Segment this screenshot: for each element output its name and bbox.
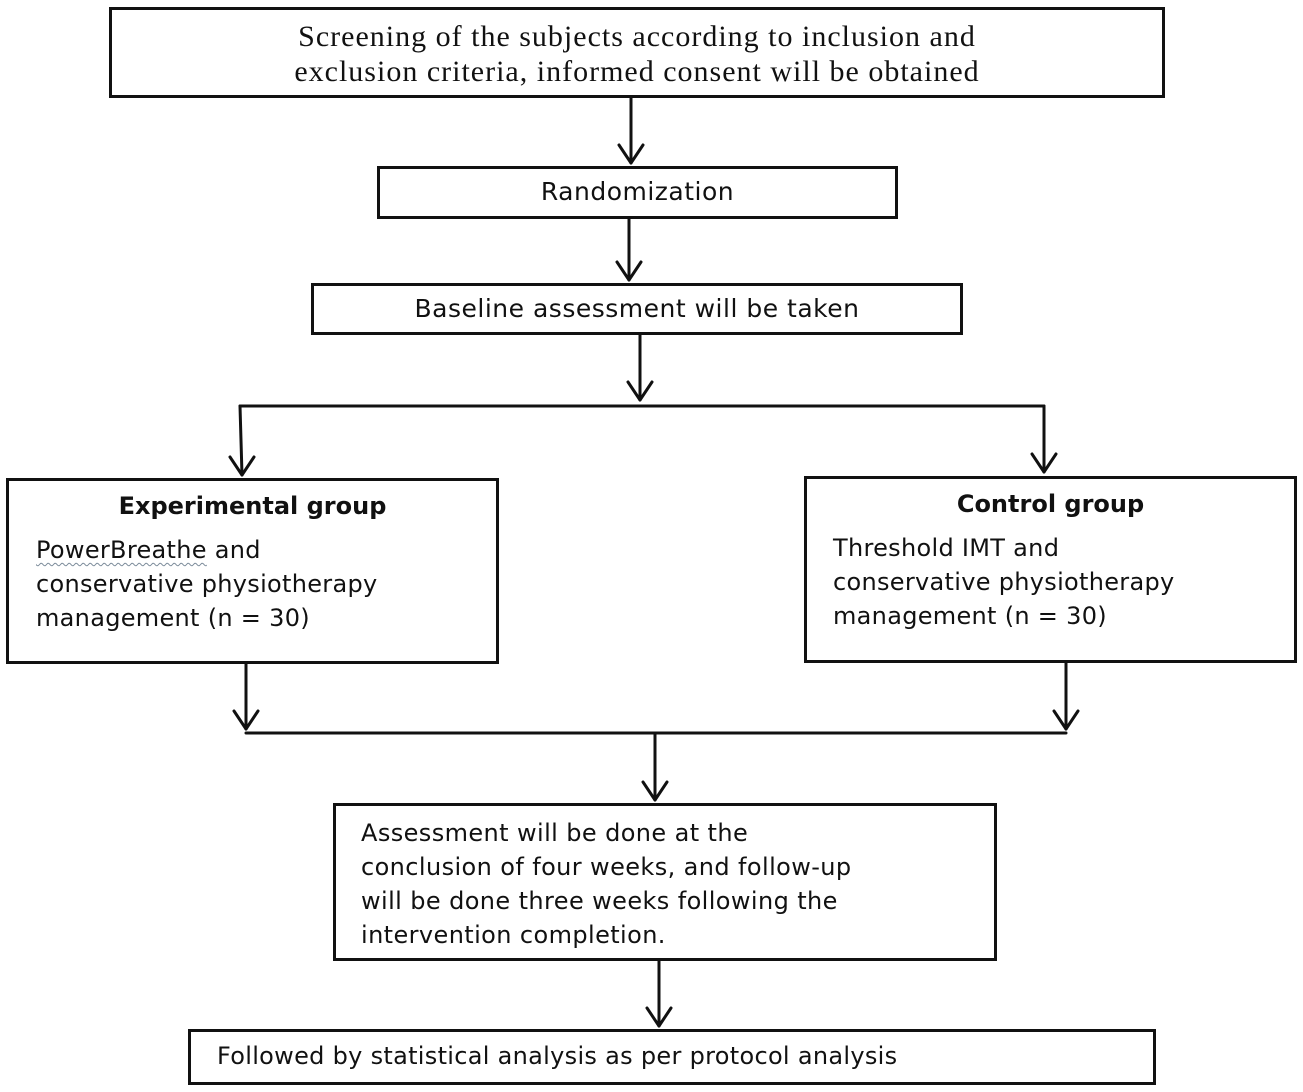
experimental-group-line-1-rest: and [206,536,261,564]
experimental-group-line-3: management (n = 30) [36,604,310,632]
arrow-experimental-to-merge [232,662,260,731]
experimental-group-box: Experimental group PowerBreathe and cons… [6,478,499,664]
screening-line-1: Screening of the subjects according to i… [298,20,976,53]
randomization-box: Randomization [377,166,898,219]
control-group-line-1: Threshold IMT and [833,534,1060,562]
statistical-analysis-label: Followed by statistical analysis as per … [217,1042,898,1070]
assessment-line-1: Assessment will be done at the [361,819,749,847]
powerbreathe-device-name: PowerBreathe [36,536,207,564]
control-group-line-2: conservative physiotherapy [833,568,1175,596]
followup-assessment-box: Assessment will be done at the conclusio… [333,803,997,961]
experimental-group-line-1: PowerBreathe and [36,533,496,567]
assessment-line-2: conclusion of four weeks, and follow-up [361,853,852,881]
experimental-group-line-2: conservative physiotherapy [36,570,378,598]
statistical-analysis-box: Followed by statistical analysis as per … [188,1029,1156,1085]
screening-line-2: exclusion criteria, informed consent wil… [294,55,980,88]
arrow-merge-to-assessment [641,731,669,802]
experimental-group-title: Experimental group [118,492,387,520]
control-group-box: Control group Threshold IMT and conserva… [804,476,1297,663]
arrow-randomization-to-baseline [615,217,643,282]
assessment-line-4: intervention completion. [361,921,666,949]
control-group-line-3: management (n = 30) [833,602,1107,630]
screening-box: Screening of the subjects according to i… [109,7,1165,98]
control-group-title: Control group [956,490,1145,518]
arrow-control-to-merge [1052,661,1080,731]
arrow-split-to-control [1030,404,1058,474]
assessment-line-3: will be done three weeks following the [361,887,838,915]
baseline-assessment-box: Baseline assessment will be taken [311,283,963,335]
arrow-screening-to-randomization [617,96,645,165]
arrow-split-to-experimental [228,404,256,477]
experimental-group-description: PowerBreathe and conservative physiother… [36,533,496,635]
arrow-baseline-to-split [626,333,654,402]
arrow-assessment-to-final [645,959,673,1028]
baseline-assessment-label: Baseline assessment will be taken [414,294,860,323]
control-group-description: Threshold IMT and conservative physiothe… [833,531,1294,633]
randomization-label: Randomization [540,177,735,206]
